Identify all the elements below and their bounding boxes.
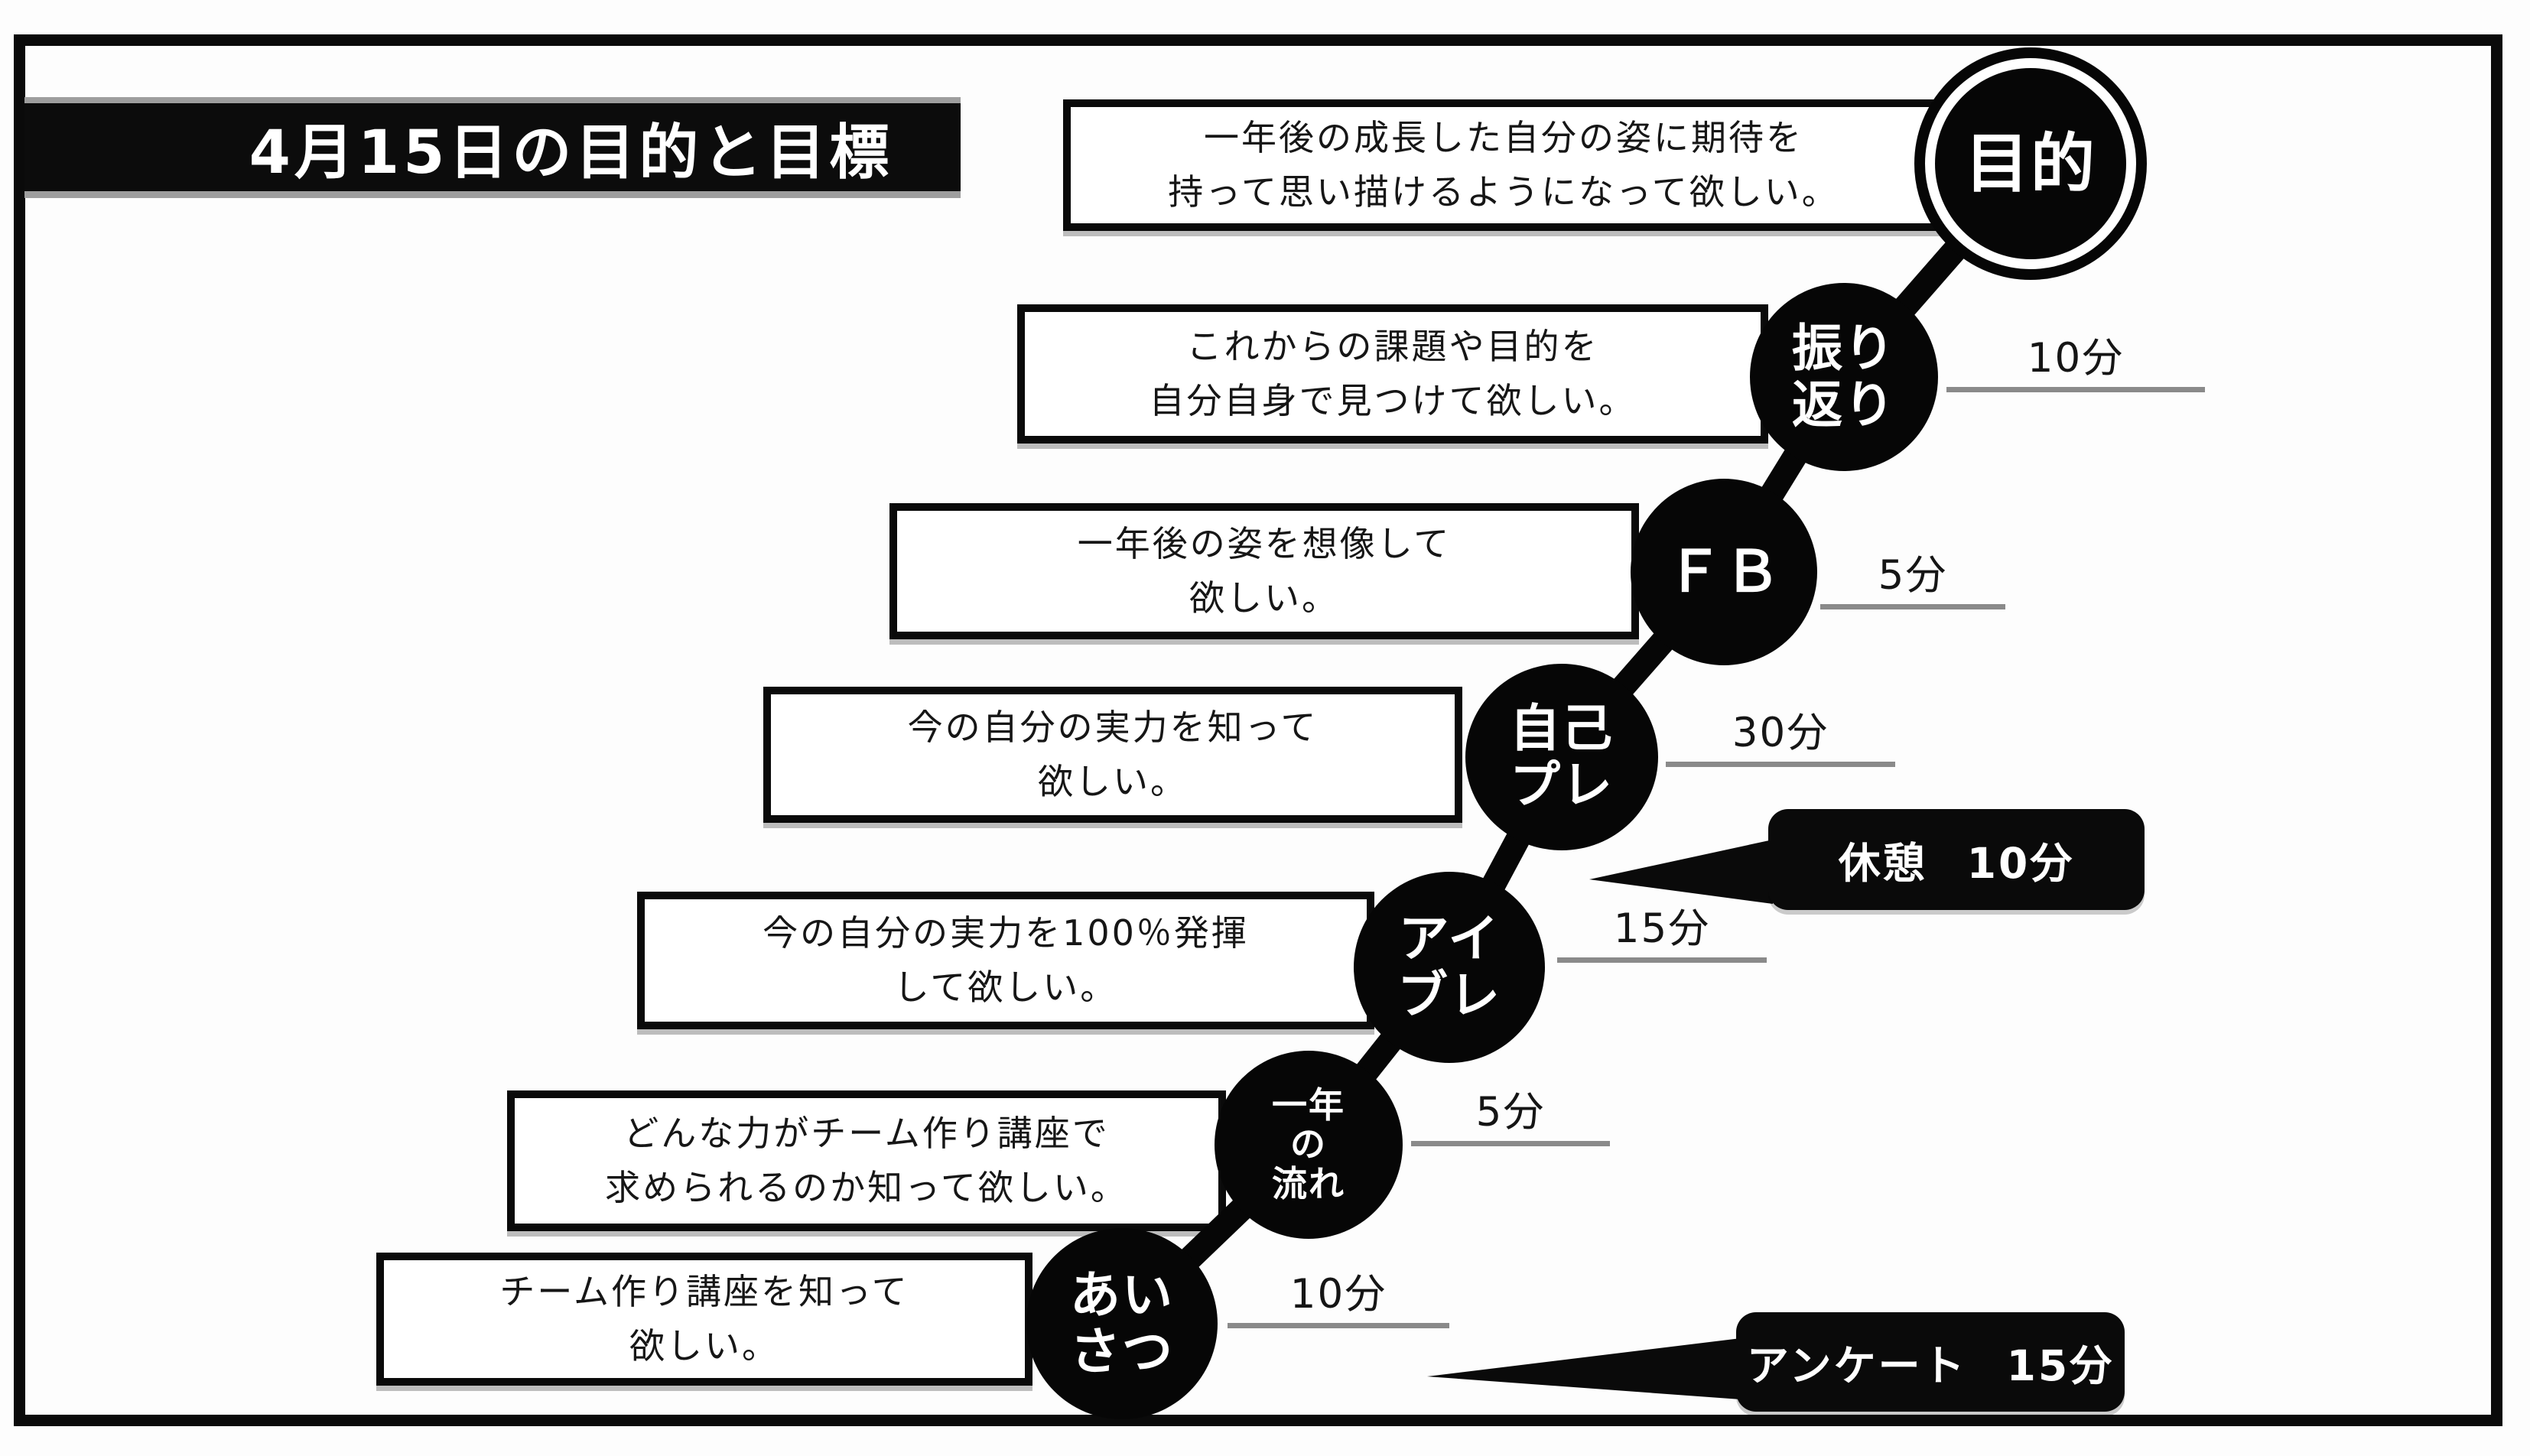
goal-line: 今の自分の実力を知って bbox=[907, 706, 1319, 748]
goal-line: 一年後の姿を想像して bbox=[1077, 522, 1452, 564]
stage-circle-self-presentation: 自己 プレ bbox=[1465, 664, 1658, 850]
stage-label: 目的 bbox=[1964, 125, 2096, 201]
survey-callout-label: アンケート bbox=[1746, 1341, 1967, 1390]
duration-year-flow: 5分 bbox=[1411, 1081, 1610, 1146]
stage-circle-year-flow: 一年 の 流れ bbox=[1215, 1051, 1403, 1239]
goal-line: 求められるのか知って欲しい。 bbox=[605, 1167, 1128, 1208]
goal-line: 欲しい。 bbox=[629, 1325, 779, 1367]
break-callout-label: 休憩 bbox=[1838, 839, 1927, 888]
duration-reflection: 10分 bbox=[1946, 327, 2205, 392]
stage-label: さつ bbox=[1070, 1322, 1174, 1381]
stage-circle-purpose: 目的 bbox=[1914, 47, 2147, 280]
break-callout-pointer bbox=[1589, 840, 1773, 904]
title-banner: 4月15日の目的と目標 bbox=[24, 97, 961, 198]
stage-label: 振り bbox=[1792, 319, 1896, 379]
goal-box-greeting: チーム作り講座を知って 欲しい。 bbox=[376, 1253, 1032, 1386]
stage-label: 一年 bbox=[1272, 1084, 1345, 1126]
goal-line: 欲しい。 bbox=[1189, 577, 1339, 619]
stage-label: 返り bbox=[1792, 375, 1896, 434]
goal-box-purpose: 一年後の成長した自分の姿に期待を 持って思い描けるようになって欲しい。 bbox=[1063, 99, 1944, 231]
stage-label: アイ bbox=[1398, 909, 1501, 969]
stage-label: ＦＢ bbox=[1666, 538, 1782, 605]
duration-label: 10分 bbox=[1289, 1271, 1387, 1318]
goal-box-reflection: これからの課題や目的を 自分自身で見つけて欲しい。 bbox=[1017, 304, 1768, 444]
goal-box-fb: 一年後の姿を想像して 欲しい。 bbox=[889, 503, 1639, 639]
goal-line: チーム作り講座を知って bbox=[499, 1270, 909, 1312]
page-title: 4月15日の目的と目標 bbox=[249, 118, 893, 187]
stage-circle-icebreak: アイ ブレ bbox=[1354, 872, 1545, 1063]
goal-box-self-presentation: 今の自分の実力を知って 欲しい。 bbox=[763, 687, 1462, 823]
survey-callout: アンケート 15分 bbox=[1736, 1312, 2125, 1412]
break-callout: 休憩 10分 bbox=[1768, 809, 2145, 910]
stage-label: あい bbox=[1070, 1266, 1174, 1325]
goal-line: 自分自身で見つけて欲しい。 bbox=[1149, 380, 1637, 421]
stage-circle-greeting: あい さつ bbox=[1026, 1228, 1218, 1419]
duration-greeting: 10分 bbox=[1228, 1263, 1449, 1328]
survey-callout-duration: 15分 bbox=[2006, 1341, 2115, 1390]
goal-line: して欲しい。 bbox=[893, 967, 1118, 1008]
stage-label: の bbox=[1290, 1123, 1327, 1165]
duration-label: 5分 bbox=[1475, 1089, 1546, 1136]
goal-line: これからの課題や目的を bbox=[1186, 325, 1599, 367]
duration-label: 10分 bbox=[2027, 335, 2125, 382]
break-callout-duration: 10分 bbox=[1966, 839, 2075, 888]
stage-label: ブレ bbox=[1397, 966, 1501, 1025]
duration-self-presentation: 30分 bbox=[1666, 702, 1895, 767]
duration-fb: 5分 bbox=[1820, 544, 2005, 609]
stage-label: プレ bbox=[1510, 756, 1614, 814]
duration-icebreak: 15分 bbox=[1557, 898, 1767, 963]
stage-circle-reflection: 振り 返り bbox=[1750, 283, 1938, 471]
survey-callout-pointer bbox=[1427, 1338, 1741, 1399]
goal-line: 今の自分の実力を100％発揮 bbox=[763, 912, 1249, 954]
goal-box-icebreak: 今の自分の実力を100％発揮 して欲しい。 bbox=[637, 892, 1374, 1029]
goal-line: 持って思い描けるようになって欲しい。 bbox=[1168, 171, 1839, 213]
goal-box-year-flow: どんな力がチーム作り講座で 求められるのか知って欲しい。 bbox=[507, 1090, 1226, 1231]
stage-label: 流れ bbox=[1272, 1162, 1345, 1204]
duration-label: 30分 bbox=[1732, 710, 1829, 756]
goal-line: 欲しい。 bbox=[1038, 761, 1188, 802]
goal-line: どんな力がチーム作り講座で bbox=[623, 1112, 1110, 1154]
goal-line: 一年後の成長した自分の姿に期待を bbox=[1204, 116, 1803, 158]
duration-label: 15分 bbox=[1613, 905, 1711, 952]
stage-circle-purpose-inner: 目的 bbox=[1935, 68, 2126, 259]
duration-label: 5分 bbox=[1878, 552, 1948, 599]
stage-circle-fb: ＦＢ bbox=[1631, 479, 1817, 665]
stage-label: 自己 bbox=[1510, 699, 1614, 759]
